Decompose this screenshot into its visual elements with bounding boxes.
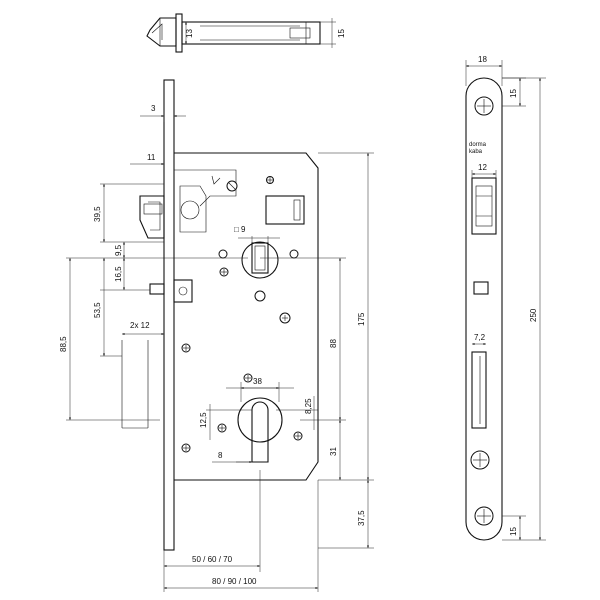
- dim-faceplate-thickness: 3: [151, 104, 156, 113]
- dim-follower-square: □ 9: [234, 225, 246, 234]
- dim-cylinder-8: 8: [218, 451, 223, 460]
- top-faceplate: [175, 13, 183, 53]
- front-view: 3 11 39,5 9,5 16,5 53,5 88,5 2x 12 □ 9: [59, 79, 374, 592]
- brand-line2: kaba: [469, 149, 483, 155]
- dim-total-height: 250: [529, 308, 538, 322]
- dim-deadbolt-offset: 16,5: [114, 266, 123, 282]
- top-case: [181, 21, 321, 45]
- front-follower: [241, 241, 279, 279]
- dim-latch-height: 39,5: [93, 206, 102, 222]
- dim-cylinder-125: 12,5: [199, 412, 208, 428]
- side-slot: [471, 351, 487, 429]
- front-cylinder-cutout: [251, 401, 269, 463]
- side-faceplate: [465, 77, 503, 541]
- dim-screw-bottom: 15: [509, 527, 518, 536]
- dim-cylinder-width: 38: [253, 377, 262, 386]
- dim-screw-top: 15: [509, 89, 518, 98]
- dim-cylinder-825: 8,25: [304, 398, 313, 414]
- dim-latch-offset: 11: [147, 153, 156, 162]
- side-view: dorma kaba 18 15 12 7,2: [465, 55, 546, 541]
- top-latch-bevel: [146, 17, 177, 47]
- top-view: 13 15: [146, 13, 346, 53]
- dim-bolt-width: 7,2: [474, 333, 486, 342]
- front-case: [174, 152, 319, 481]
- side-latch-opening: [471, 177, 497, 235]
- dim-bottom-375: 37,5: [357, 510, 366, 526]
- dim-center-distance: 88: [329, 339, 338, 348]
- dim-latch-width: 12: [478, 163, 487, 172]
- dim-backset: 50 / 60 / 70: [192, 555, 233, 564]
- dim-follower-to-cylinder: 53,5: [93, 302, 102, 318]
- dim-top-15: 15: [337, 29, 346, 38]
- front-faceplate: [163, 79, 175, 551]
- dim-top-13: 13: [185, 29, 194, 38]
- front-cylinder-rose: [237, 397, 283, 443]
- front-latch: [139, 195, 165, 239]
- dim-faceplate-width: 18: [478, 55, 487, 64]
- dim-height-175: 175: [357, 312, 366, 326]
- brand-line1: dorma: [469, 142, 487, 148]
- dim-backset-overall: 88,5: [59, 336, 68, 352]
- dim-bolt-throw: 2x 12: [130, 321, 150, 330]
- front-bolt-block: [265, 195, 305, 225]
- dim-cylinder-31: 31: [329, 447, 338, 456]
- front-deadbolt: [173, 279, 193, 303]
- dim-follower-offset: 9,5: [114, 244, 123, 256]
- side-bolt-opening: [473, 281, 489, 295]
- dim-case-depth: 80 / 90 / 100: [212, 577, 257, 586]
